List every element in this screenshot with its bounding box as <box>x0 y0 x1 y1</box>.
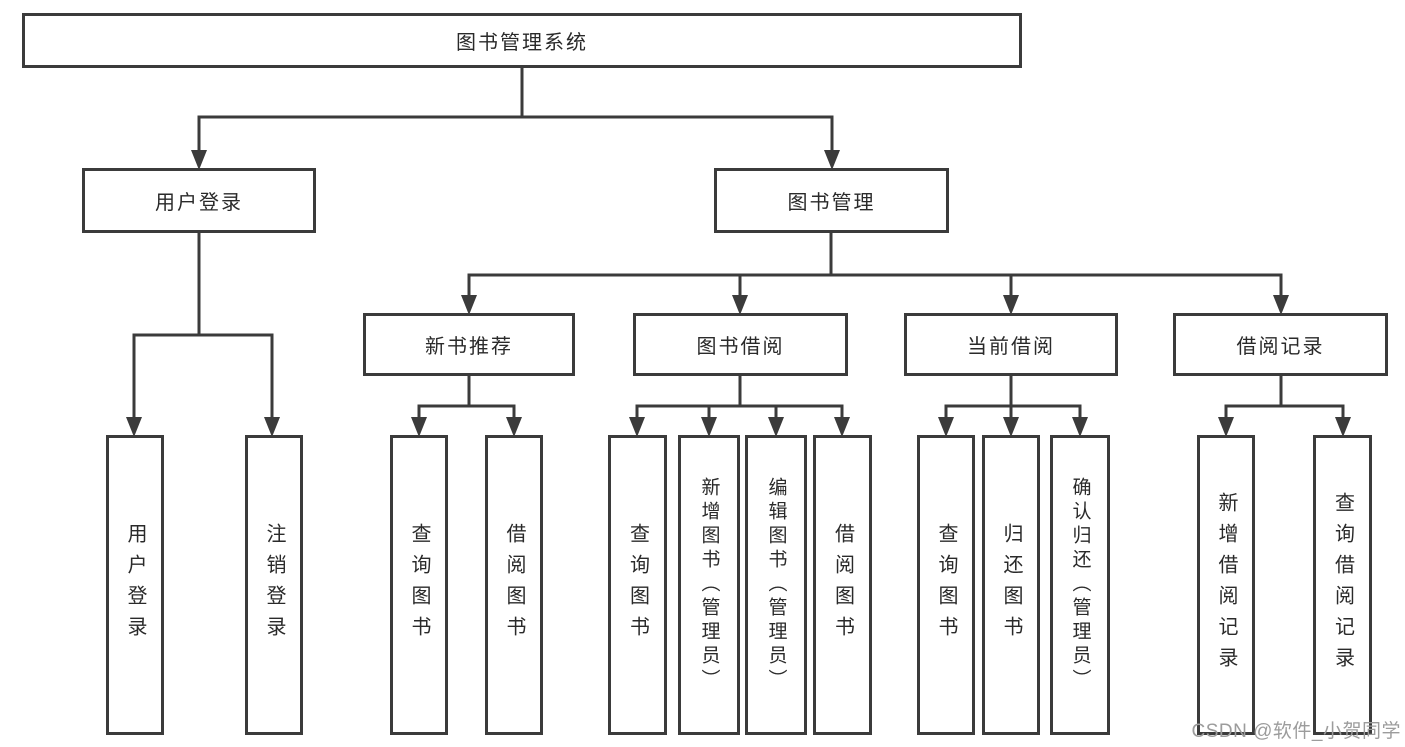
leaf-logout: 注销登录 <box>245 435 303 735</box>
watermark: CSDN @软件_小贺同学 <box>1191 721 1401 742</box>
leaf-bb-edit-books-admin: 编辑图书（管理员） <box>745 435 807 735</box>
node-book-management: 图书管理 <box>714 168 949 233</box>
leaf-cb-return-books: 归还图书 <box>982 435 1040 735</box>
node-root: 图书管理系统 <box>22 13 1022 68</box>
node-user-login: 用户登录 <box>82 168 316 233</box>
node-new-book-recommend: 新书推荐 <box>363 313 575 376</box>
leaf-cb-query-books: 查询图书 <box>917 435 975 735</box>
leaf-nb-borrow-books: 借阅图书 <box>485 435 543 735</box>
leaf-bb-query-books: 查询图书 <box>608 435 667 735</box>
leaf-user-login: 用户登录 <box>106 435 164 735</box>
leaf-bb-borrow-books: 借阅图书 <box>813 435 872 735</box>
leaf-br-add-record: 新增借阅记录 <box>1197 435 1255 735</box>
leaf-br-query-record: 查询借阅记录 <box>1313 435 1372 735</box>
node-book-borrow: 图书借阅 <box>633 313 848 376</box>
leaf-nb-query-books: 查询图书 <box>390 435 448 735</box>
leaf-bb-add-books-admin: 新增图书（管理员） <box>678 435 740 735</box>
node-current-borrow: 当前借阅 <box>904 313 1118 376</box>
leaf-cb-confirm-return-admin: 确认归还（管理员） <box>1050 435 1110 735</box>
node-borrow-records: 借阅记录 <box>1173 313 1388 376</box>
